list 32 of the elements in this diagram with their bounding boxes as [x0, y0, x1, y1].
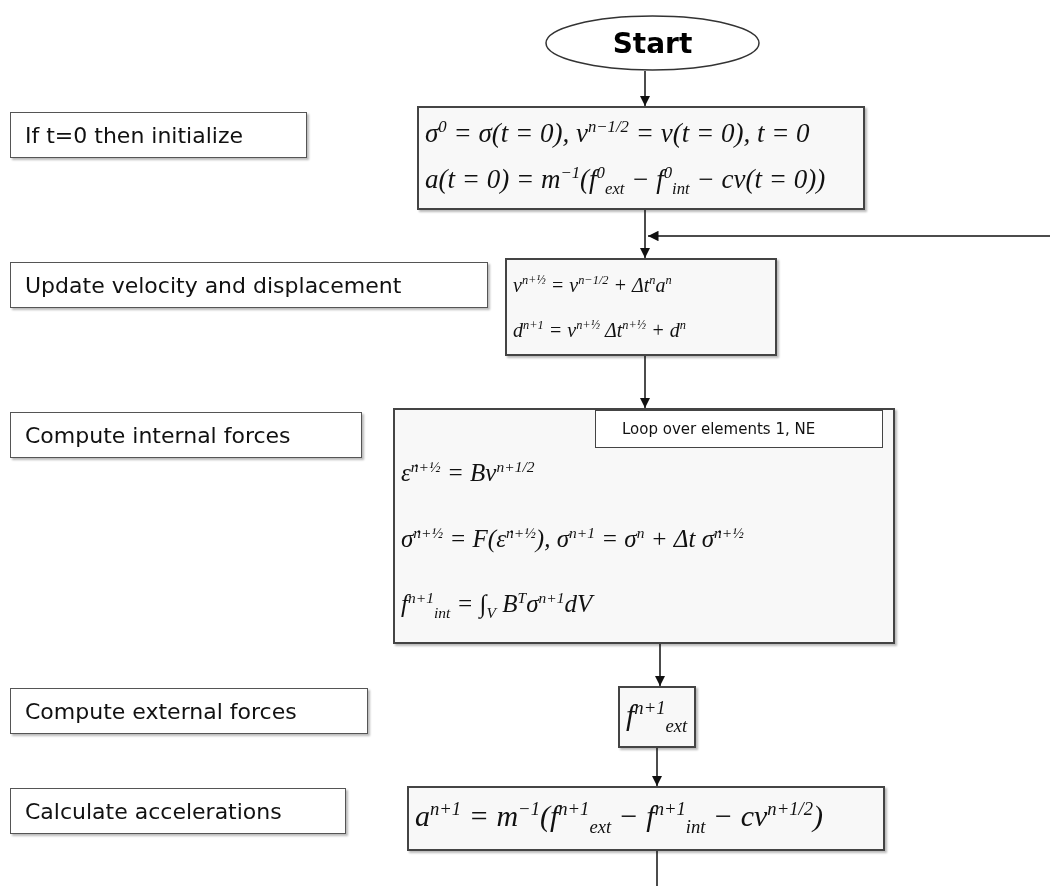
step-label-box — [10, 412, 362, 458]
step-label-box — [10, 788, 346, 834]
arrow — [639, 70, 651, 107]
step-text: Update velocity and displacement — [25, 272, 402, 298]
step-text: If t=0 then initialize — [25, 122, 243, 148]
formula: a$^{n+1}$ = m$^{−1}$(f$^{n+1}$$_{ext}$ − f$^{n+1}$$_{int}$ − cv$^{n+1/2}$) — [415, 799, 823, 838]
formula: σ̇$^{n+½}$ = F(ε̇$^{n+½}$), σ$^{n+1}$ = σ$^{n}$ + Δt σ̇$^{n+½}$ — [401, 523, 744, 553]
arrow — [647, 230, 1050, 242]
arrow — [639, 209, 651, 259]
step-text: Compute internal forces — [25, 422, 291, 448]
formula: ε̇$^{n+½}$ = Bv$^{n+1/2}$ — [401, 458, 535, 488]
start-text: Start — [612, 26, 693, 60]
step-label-box — [10, 262, 488, 308]
step-label-box — [10, 688, 368, 734]
formula-box — [505, 258, 777, 356]
loop-label-box — [595, 410, 883, 448]
arrow — [654, 643, 666, 687]
formula: a(t = 0) = m$^{−1}$(f$^{0}$$_{ext}$ − f$^{0}$$_{int}$ − cv(t = 0)) — [425, 163, 826, 199]
arrow — [639, 355, 651, 409]
step-text: Loop over elements 1, NE — [622, 420, 816, 438]
formula: d$^{n+1}$ = v$^{n+½}$ Δt$^{n+½}$ + d$^{n}$ — [513, 318, 686, 341]
formula: v$^{n+½}$ = v$^{n−1/2}$ + Δt$^{n}$a$^{n}$ — [513, 273, 672, 296]
formula: f$^{n+1}$$_{int}$ = ∫$_{V}$ B$^{T}$σ$^{n+1}$dV — [401, 589, 593, 622]
arrow — [651, 747, 663, 787]
formula-box — [618, 686, 696, 748]
step-text: Compute external forces — [25, 698, 297, 724]
step-label-box — [10, 112, 307, 158]
formula-box — [417, 106, 865, 210]
formula: σ$^{0}$ = σ(t = 0), v$^{n−1/2}$ = v(t = 0), t = 0 — [425, 117, 810, 149]
step-text: Calculate accelerations — [25, 798, 282, 824]
formula-box — [407, 786, 885, 851]
formula-box — [393, 408, 895, 644]
